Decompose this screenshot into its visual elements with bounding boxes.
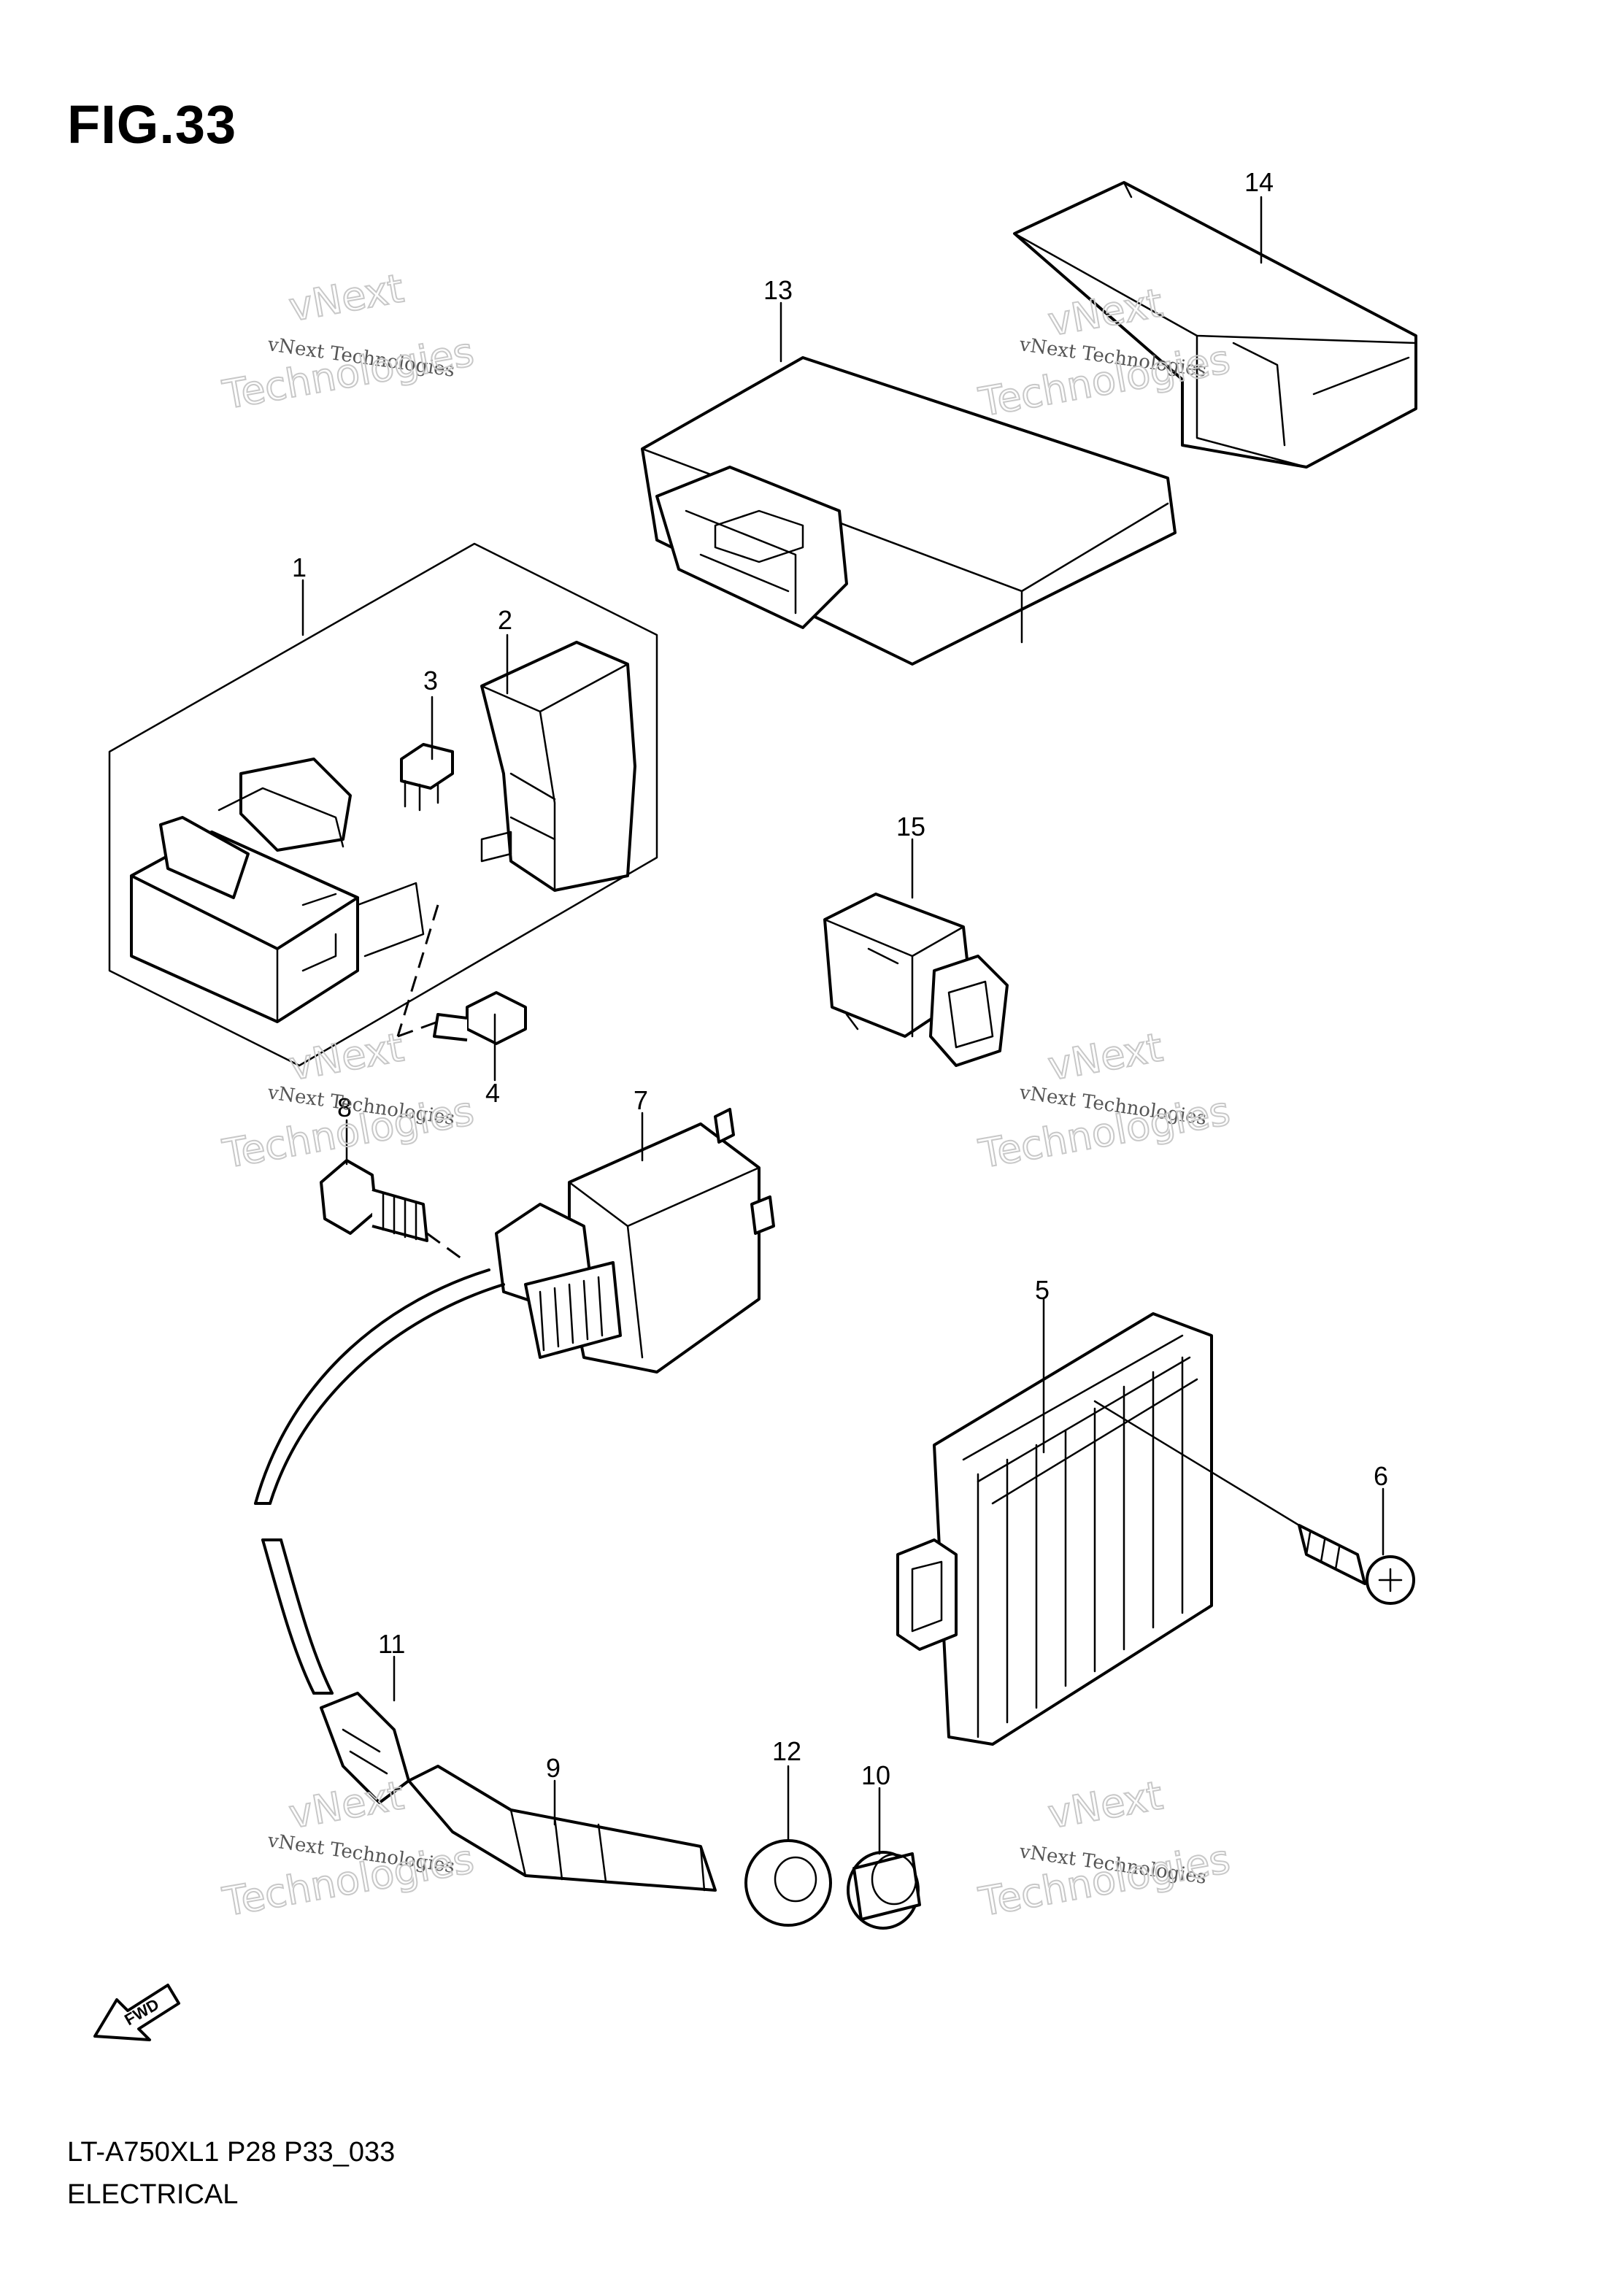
part-4-bolt: [433, 991, 527, 1045]
part-8-bolt: [320, 1159, 468, 1264]
callout-13: 13: [763, 275, 793, 305]
callout-14: 14: [1244, 167, 1274, 197]
watermark-big: vNext: [285, 1772, 407, 1837]
callout-numbers: 1 2 3 4 5 6 7 8 9 10 11 12 13 14 15: [292, 167, 1388, 1790]
part-10-sleeve: [847, 1851, 921, 1930]
callout-1: 1: [292, 552, 307, 582]
watermark-big: Technologies: [219, 329, 477, 418]
part-7-ignition-coil: [254, 1108, 775, 1695]
part-13-ecm: [641, 356, 1177, 666]
callout-10: 10: [861, 1760, 890, 1790]
callout-15: 15: [896, 812, 925, 841]
fwd-arrow[interactable]: FWD: [93, 1984, 180, 2041]
callout-3: 3: [423, 666, 438, 696]
part-15-relay: [823, 893, 1009, 1067]
part-6-bolt: [1093, 1400, 1415, 1605]
callout-leaders: [301, 196, 1385, 1855]
callout-12: 12: [772, 1736, 801, 1766]
footer-model-code: LT-A750XL1 P28 P33_033: [67, 2137, 396, 2168]
watermark-big: vNext: [285, 1024, 407, 1089]
watermark-big: vNext: [285, 265, 407, 330]
callout-7: 7: [634, 1085, 648, 1115]
part-1-starter-relay-group: [108, 542, 658, 1067]
part-5-regulator-rectifier: [896, 1312, 1213, 1746]
callout-2: 2: [498, 605, 512, 635]
callout-8: 8: [337, 1093, 352, 1122]
part-12-washer: [744, 1839, 832, 1927]
callout-4: 4: [485, 1078, 500, 1108]
callout-9: 9: [546, 1753, 561, 1783]
watermark-big: vNext: [1044, 1024, 1166, 1089]
watermark-big: Technologies: [975, 1836, 1233, 1925]
figure-title: FIG.33: [67, 94, 237, 155]
watermark-top-left: vNext vNext Technologies Technologies: [218, 264, 478, 419]
watermark-bottom-right: vNext vNext Technologies Technologies: [974, 1771, 1234, 1926]
watermark-big: vNext: [1044, 1772, 1166, 1837]
part-9-spark-plug-cap: [407, 1765, 717, 1892]
footer-section-title: ELECTRICAL: [67, 2179, 239, 2210]
part-14-ecm-cover: [1013, 181, 1417, 469]
callout-5: 5: [1035, 1275, 1050, 1305]
callout-11: 11: [378, 1629, 405, 1659]
callout-6: 6: [1374, 1461, 1388, 1491]
watermark-mid-left: vNext vNext Technologies Technologies: [218, 1023, 478, 1178]
watermark-mid-right: vNext vNext Technologies Technologies: [974, 1023, 1234, 1178]
